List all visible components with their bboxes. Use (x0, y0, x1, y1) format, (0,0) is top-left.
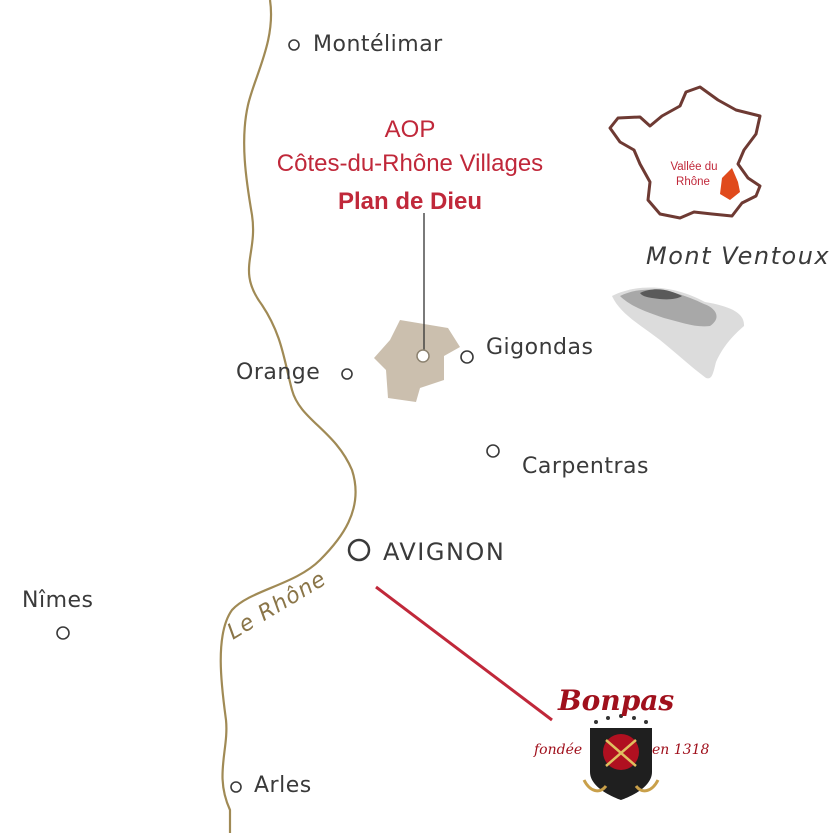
plan-de-dieu-marker (416, 349, 430, 363)
arles-marker (230, 781, 242, 793)
avignon-label: AVIGNON (383, 538, 506, 566)
montelimar-label: Montélimar (313, 32, 443, 57)
bonpas-year-label: en 1318 (652, 742, 710, 758)
bonpas-emblem (582, 714, 660, 800)
arles-label: Arles (254, 773, 312, 798)
france-inset-map (608, 85, 762, 220)
bonpas-connector-line (375, 585, 553, 722)
france-outline (608, 85, 762, 220)
nimes-label: Nîmes (22, 588, 94, 613)
bonpas-logo-text: Bonpas (558, 684, 675, 717)
plan-de-dieu-zone (374, 320, 460, 402)
aop-title-line2: Côtes-du-Rhône Villages (276, 150, 544, 177)
aop-title-line1: AOP (384, 116, 436, 143)
carpentras-label: Carpentras (522, 454, 649, 479)
mont-ventoux-label: Mont Ventoux (646, 242, 831, 270)
nimes-marker (56, 626, 70, 640)
inset-label-line1: Vallée du (670, 161, 718, 173)
aop-title-line3: Plan de Dieu (337, 188, 483, 215)
rhone-region-highlight (720, 168, 740, 200)
gigondas-label: Gigondas (486, 335, 594, 360)
orange-label: Orange (236, 360, 321, 385)
bonpas-founded-label: fondée (534, 742, 583, 758)
inset-label-line2: Rhône (676, 176, 710, 188)
orange-marker (341, 368, 353, 380)
mont-ventoux-shape (612, 287, 745, 379)
avignon-marker (347, 538, 371, 562)
carpentras-marker (486, 444, 500, 458)
montelimar-marker (288, 39, 300, 51)
rhone-river (219, 0, 357, 833)
gigondas-marker (460, 350, 474, 364)
